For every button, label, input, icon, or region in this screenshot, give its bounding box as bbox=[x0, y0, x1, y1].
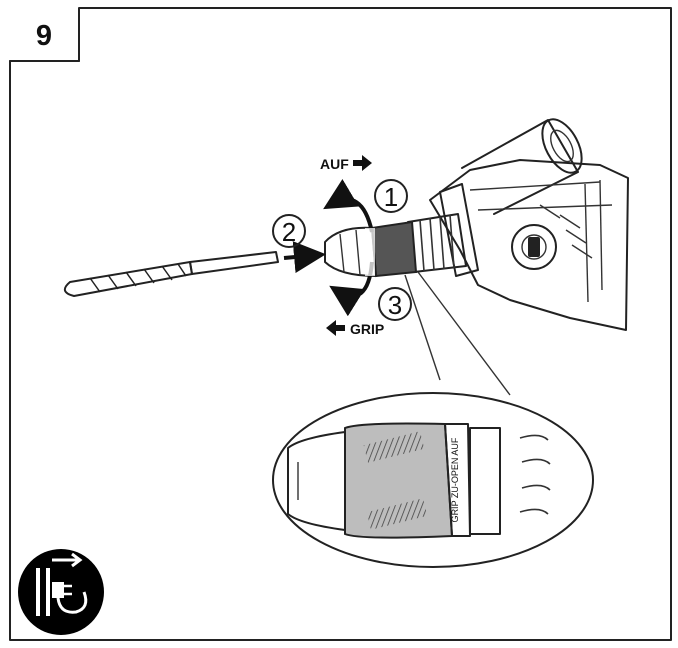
grip-texture-top bbox=[363, 431, 425, 463]
chuck-ring-marking: GRIP ZU-OPEN AUF bbox=[450, 437, 460, 522]
svg-text:3: 3 bbox=[388, 290, 402, 320]
drill-chuck bbox=[324, 213, 467, 278]
unplug-warning-icon bbox=[18, 549, 104, 635]
rotate-open-arrow-icon bbox=[323, 178, 374, 233]
svg-text:1: 1 bbox=[384, 182, 398, 212]
grip-texture-bottom bbox=[366, 498, 428, 530]
open-label: AUF bbox=[320, 156, 349, 172]
drill-bit bbox=[63, 251, 279, 297]
insert-arrow-icon bbox=[283, 241, 326, 274]
grip-label: GRIP bbox=[350, 321, 384, 337]
svg-text:2: 2 bbox=[282, 217, 296, 247]
zoom-leader-lines bbox=[404, 271, 511, 396]
step-3-marker: 3 bbox=[378, 287, 412, 321]
step-2-marker: 2 bbox=[272, 214, 306, 248]
chuck-detail-zoom: GRIP ZU-OPEN AUF bbox=[272, 392, 594, 568]
grip-direction-arrow-icon bbox=[326, 320, 345, 336]
step-1-marker: 1 bbox=[374, 179, 408, 213]
figure-number: 9 bbox=[36, 20, 52, 52]
open-direction-arrow-icon bbox=[353, 155, 372, 171]
figure-frame bbox=[9, 7, 672, 641]
drill-body bbox=[429, 118, 629, 331]
